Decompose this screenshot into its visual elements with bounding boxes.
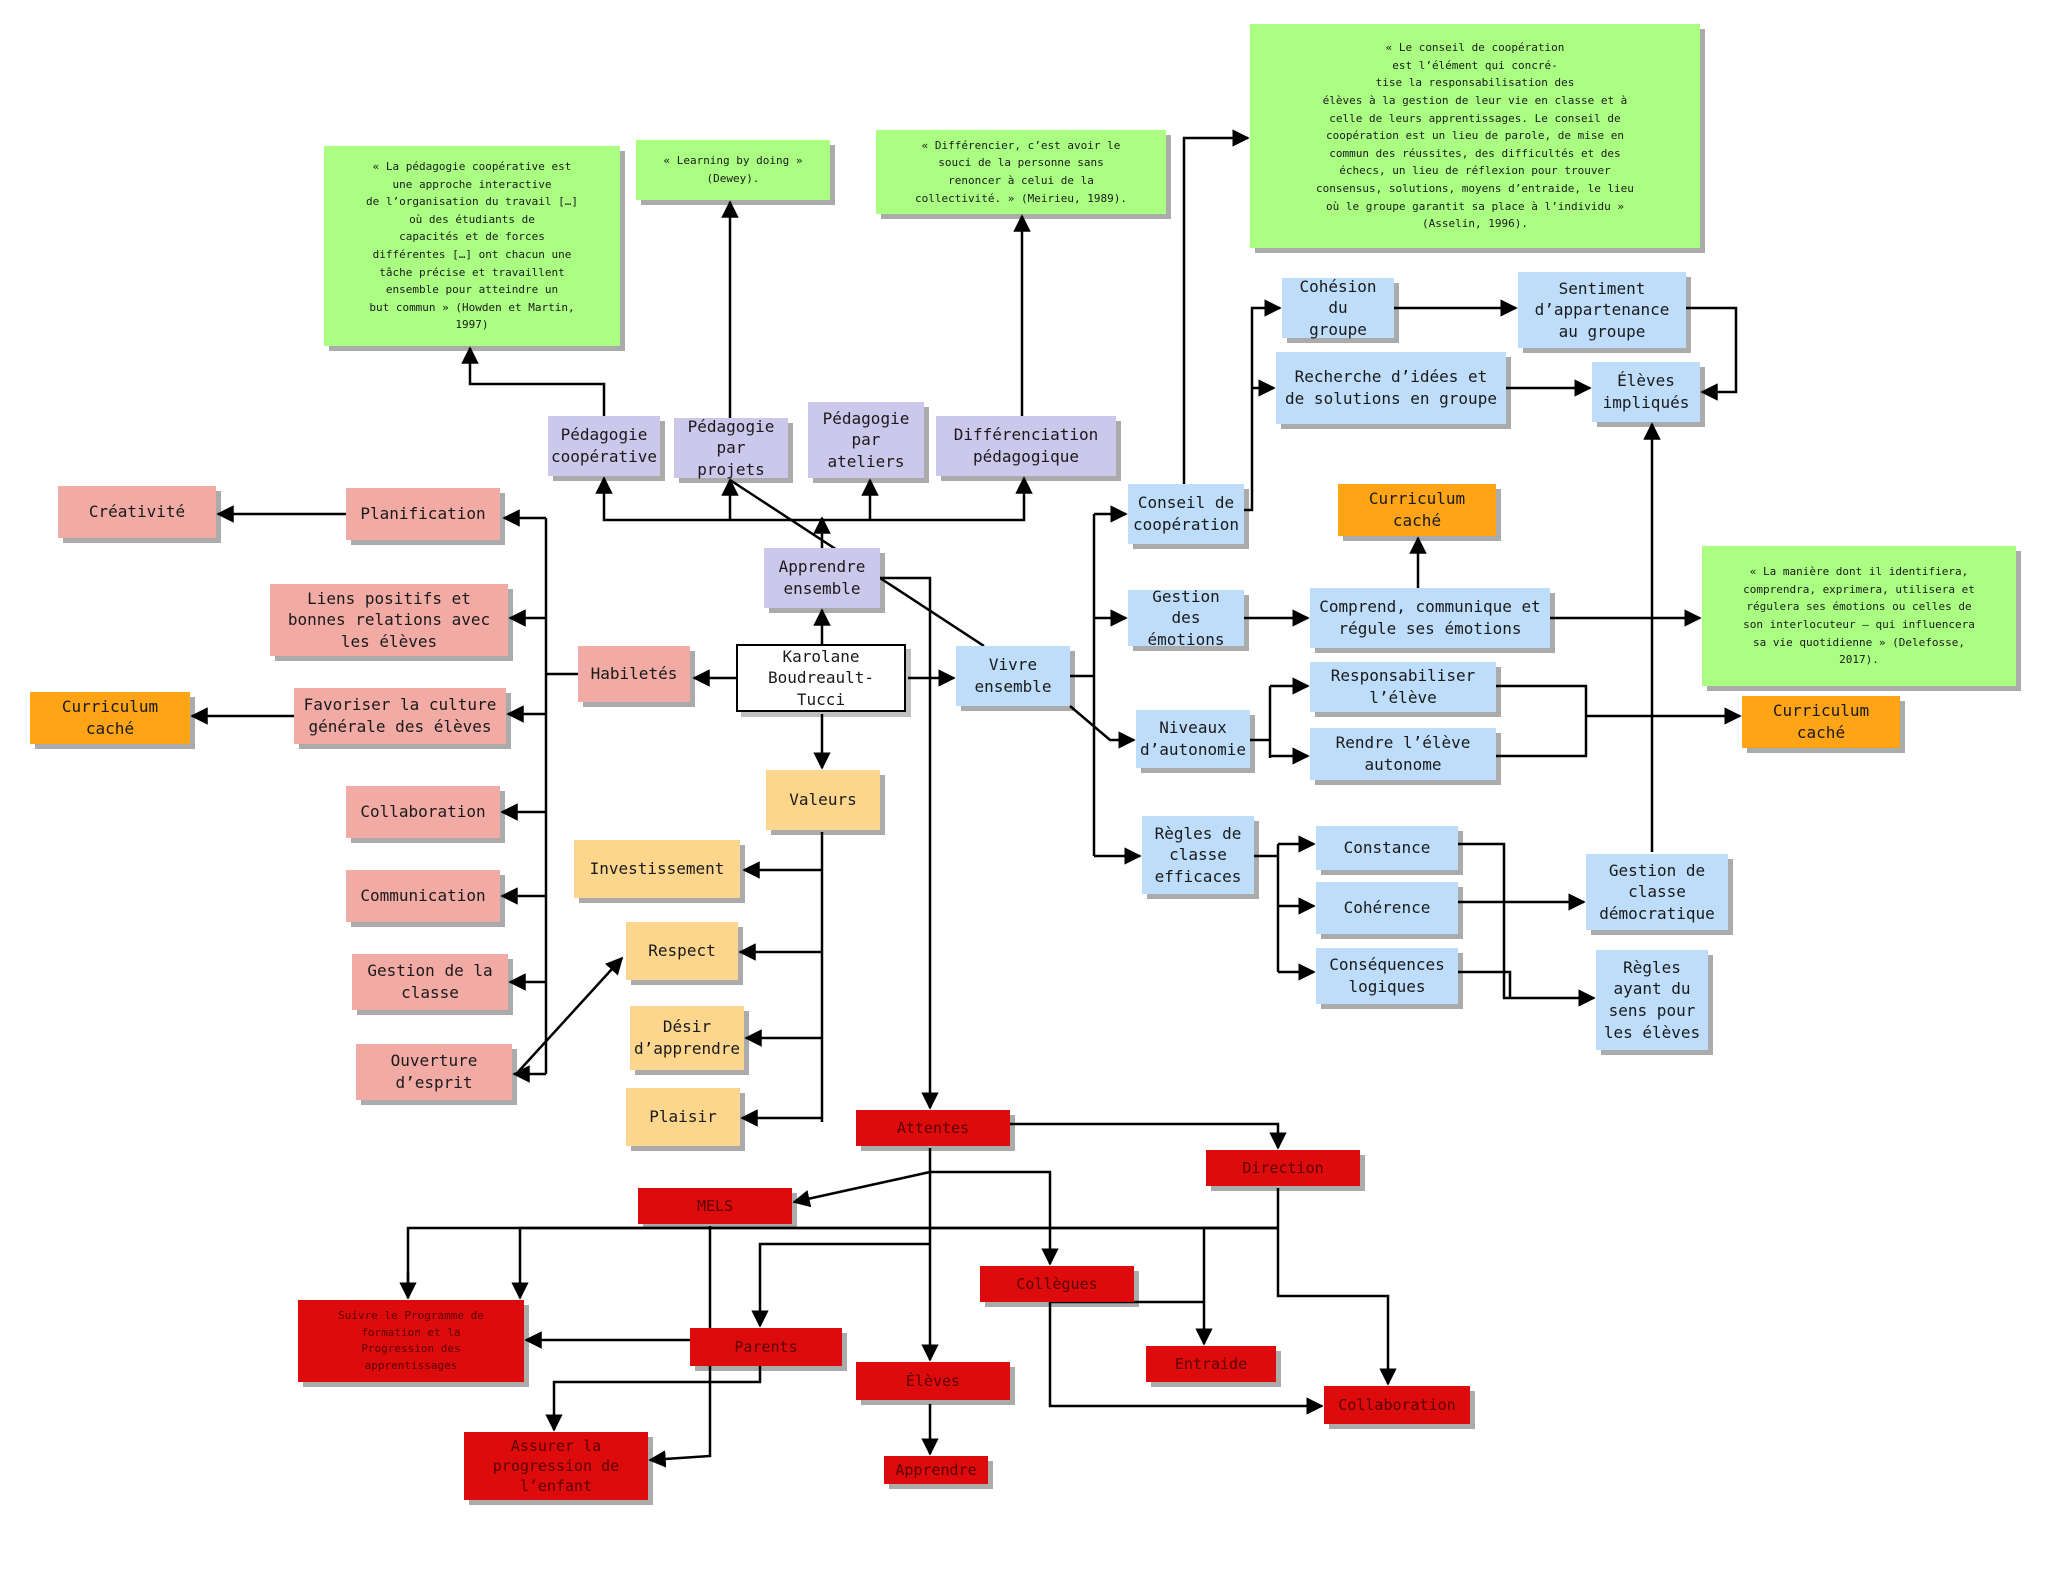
node-vivre-ensemble: Vivre ensemble <box>956 646 1070 706</box>
connector-76 <box>545 1366 762 1432</box>
connector-66 <box>648 1226 712 1468</box>
node-cohesion-groupe: Cohésion du groupe <box>1282 277 1394 339</box>
connector-61 <box>1010 1122 1287 1150</box>
connector-25 <box>517 956 624 1073</box>
node-habiletes: Habiletés <box>578 646 690 702</box>
node-mels: MELS <box>638 1188 792 1224</box>
connector-65 <box>792 1170 931 1208</box>
node-pedagogie-ateliers: Pédagogie par ateliers <box>808 402 924 478</box>
node-rendre-autonome: Rendre l’élève autonome <box>1310 728 1496 780</box>
connector-37 <box>1182 129 1250 484</box>
node-respect: Respect <box>626 922 738 980</box>
quote-delefosse: « La manière dont il identifiera, compre… <box>1702 546 2016 686</box>
connector-5 <box>461 346 606 416</box>
node-niveaux-autonomie: Niveaux d’autonomie <box>1136 710 1250 768</box>
node-suivre-programme: Suivre le Programme de formation et la P… <box>298 1300 524 1382</box>
quote-asselin: « Le conseil de coopération est l’élémen… <box>1250 24 1700 248</box>
node-recherche-idees: Recherche d’idées et de solutions en gro… <box>1276 352 1506 424</box>
node-comprend-emotions: Comprend, communique et régule ses émoti… <box>1310 588 1550 648</box>
node-ouverture-esprit: Ouverture d’esprit <box>356 1044 512 1100</box>
quote-meirieu: « Différencier, c’est avoir le souci de … <box>876 130 1166 214</box>
node-curriculum-cache-left: Curriculum caché <box>30 692 190 744</box>
connector-68 <box>1195 1226 1278 1346</box>
node-collaboration-red: Collaboration <box>1324 1386 1470 1424</box>
node-consequences: Conséquences logiques <box>1316 948 1458 1004</box>
connector-59 <box>1458 970 1512 998</box>
node-desir-apprendre: Désir d’apprendre <box>630 1006 744 1070</box>
node-gestion-classe: Gestion de la classe <box>352 954 508 1010</box>
node-constance: Constance <box>1316 826 1458 870</box>
node-direction: Direction <box>1206 1150 1360 1186</box>
connector-70 <box>406 1226 1278 1298</box>
node-valeurs: Valeurs <box>766 770 880 830</box>
connector-4 <box>822 476 1033 522</box>
connector-50 <box>1496 684 1588 758</box>
connector-1 <box>595 476 822 522</box>
node-gestion-emotions: Gestion des émotions <box>1128 587 1244 649</box>
connector-36 <box>1069 705 1136 749</box>
connector-9 <box>880 576 939 1110</box>
node-gestion-democratique: Gestion de classe démocratique <box>1586 854 1728 930</box>
node-eleves-impliques: Élèves impliqués <box>1592 362 1700 422</box>
quote-dewey: « Learning by doing » (Dewey). <box>636 140 830 200</box>
node-entraide: Entraide <box>1146 1346 1276 1382</box>
connector-64 <box>930 1170 1059 1266</box>
node-parents: Parents <box>690 1328 842 1366</box>
connector-67 <box>1276 1188 1397 1386</box>
node-creativite: Créativité <box>58 486 216 538</box>
node-assurer-progression: Assurer la progression de l’enfant <box>464 1432 648 1500</box>
connector-72 <box>751 1242 930 1328</box>
node-liens-positifs: Liens positifs et bonnes relations avec … <box>270 584 508 656</box>
node-pedagogie-cooperative: Pédagogie coopérative <box>548 416 660 476</box>
node-karolane: Karolane Boudreault-Tucci <box>736 644 906 712</box>
node-sentiment-appartenance: Sentiment d’appartenance au groupe <box>1518 272 1686 348</box>
node-investissement: Investissement <box>574 840 740 898</box>
node-curriculum-cache-top: Curriculum caché <box>1338 484 1496 536</box>
node-differenciation: Différenciation pédagogique <box>936 416 1116 476</box>
node-planification: Planification <box>346 488 500 540</box>
node-apprendre-ensemble: Apprendre ensemble <box>764 548 880 608</box>
connector-38 <box>1244 299 1282 512</box>
node-coherence: Cohérence <box>1316 882 1458 934</box>
connector-69 <box>511 1226 1278 1300</box>
node-apprendre: Apprendre <box>884 1456 988 1484</box>
node-collegues: Collègues <box>980 1266 1134 1302</box>
node-communication: Communication <box>346 870 500 922</box>
connector-57 <box>1458 842 1596 1007</box>
node-regles-sens: Règles ayant du sens pour les élèves <box>1596 950 1708 1050</box>
node-favoriser-culture: Favoriser la culture générale des élèves <box>294 688 506 744</box>
connector-73 <box>1048 1302 1324 1415</box>
connector-42 <box>1686 306 1738 401</box>
node-regles-classe: Règles de classe efficaces <box>1142 816 1254 894</box>
node-pedagogie-projets: Pédagogie par projets <box>674 417 788 479</box>
node-conseil-cooperation: Conseil de coopération <box>1128 484 1244 544</box>
node-plaisir: Plaisir <box>626 1088 740 1146</box>
node-collaboration-pink: Collaboration <box>346 786 500 838</box>
quote-howden-martin: « La pédagogie coopérative est une appro… <box>324 146 620 346</box>
node-eleves: Élèves <box>856 1362 1010 1400</box>
node-responsabiliser: Responsabiliser l’élève <box>1310 662 1496 712</box>
node-curriculum-cache-right: Curriculum caché <box>1742 696 1900 748</box>
node-attentes: Attentes <box>856 1110 1010 1146</box>
